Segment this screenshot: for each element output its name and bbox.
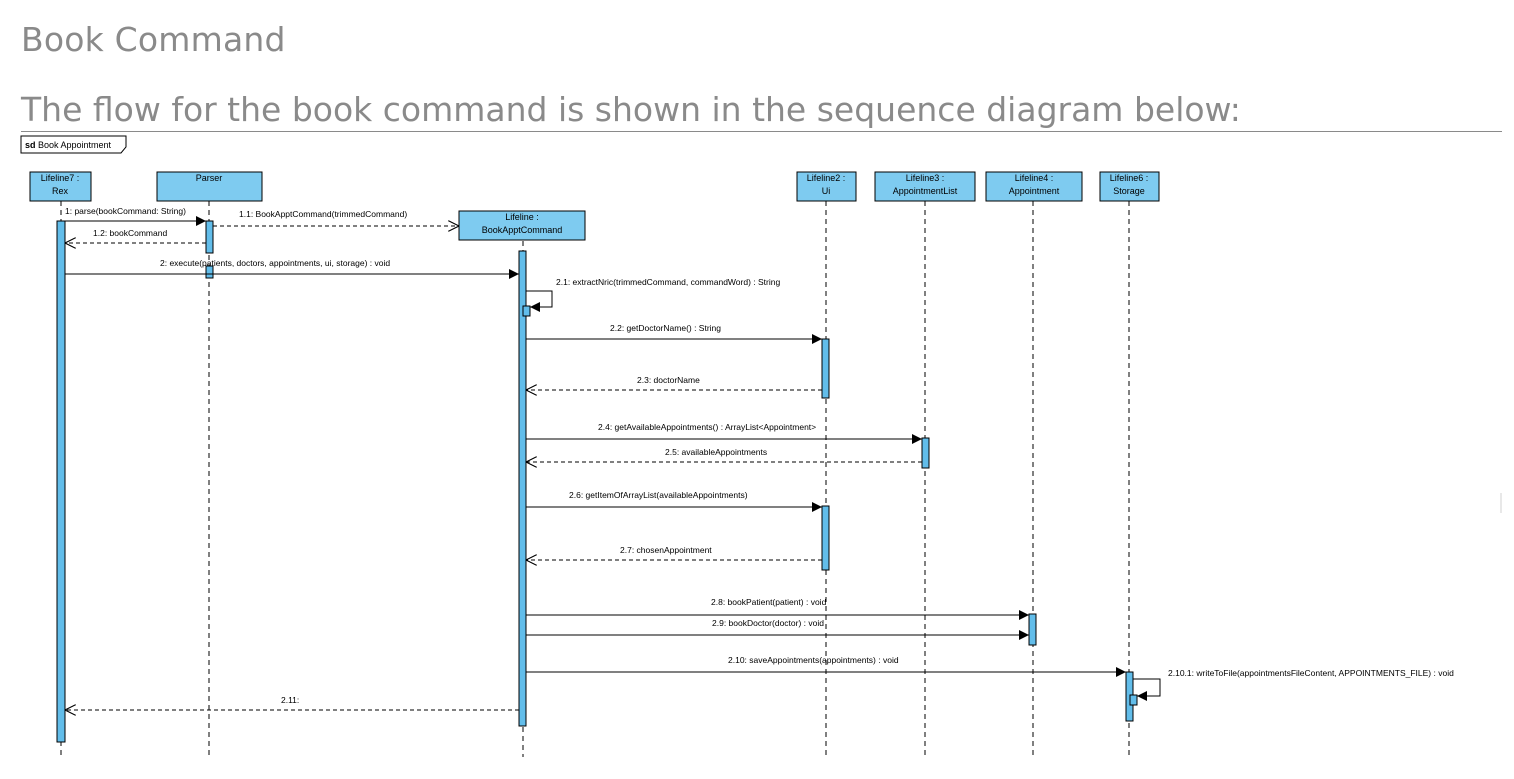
page-heading: Book Command [21,20,286,59]
activation-parser-2 [205,265,214,279]
svg-text:Rex: Rex [52,186,69,196]
heading-underline [21,131,1502,132]
activation-bars [56,220,1138,743]
svg-text:Ui: Ui [822,186,831,196]
lifeline-parser: Parser [156,171,263,202]
label-m1_1: 1.1: BookApptCommand(trimmedCommand) [239,209,407,219]
label-m2_9: 2.9: bookDoctor(doctor) : void [712,618,824,628]
message-labels: 1: parse(bookCommand: String) 1.1: BookA… [65,206,1454,705]
lifeline-appointment: Lifeline4 : Appointment [985,171,1083,202]
label-m2_3: 2.3: doctorName [637,375,700,385]
arrow-m2_1 [526,290,553,312]
svg-text:Appointment: Appointment [1009,186,1060,196]
frame-label: Book Appointment [38,140,112,150]
svg-text:Lifeline :: Lifeline : [505,212,539,222]
lifeline-heads: Lifeline7 : Rex Parser Lifeline : BookAp… [29,171,1160,241]
frame-tab: sd Book Appointment [20,135,127,154]
lifeline-ui: Lifeline2 : Ui [796,171,857,202]
lifeline-rex: Lifeline7 : Rex [29,171,92,202]
activation-appointment [1028,613,1037,646]
activation-ui-1 [821,338,830,399]
activation-appointmentlist [921,437,930,469]
svg-text:Lifeline4 :: Lifeline4 : [1015,173,1054,183]
svg-text:Lifeline6 :: Lifeline6 : [1110,173,1149,183]
label-m2_7: 2.7: chosenAppointment [620,545,712,555]
label-m1_2: 1.2: bookCommand [93,228,167,238]
svg-text:Storage: Storage [1113,186,1145,196]
svg-text:Lifeline2 :: Lifeline2 : [807,173,846,183]
label-m2_4: 2.4: getAvailableAppointments() : ArrayL… [598,422,816,432]
label-m1: 1: parse(bookCommand: String) [65,206,186,216]
label-m2: 2: execute(patients, doctors, appointmen… [160,258,390,268]
label-m2_6: 2.6: getItemOfArrayList(availableAppoint… [569,490,748,500]
label-m2_2: 2.2: getDoctorName() : String [610,323,721,333]
page-subheading: The flow for the book command is shown i… [21,90,1241,129]
lifeline-bookapptcommand: Lifeline : BookApptCommand [458,210,586,241]
label-m2_5: 2.5: availableAppointments [665,447,767,457]
activation-parser-1 [205,220,214,254]
label-m2_10_1: 2.10.1: writeToFile(appointmentsFileCont… [1168,668,1454,678]
lifeline-storage: Lifeline6 : Storage [1099,171,1160,202]
svg-text:BookApptCommand: BookApptCommand [482,225,563,235]
activation-ui-2 [821,505,830,571]
activation-bookapptcommand-self [522,305,531,317]
activation-rex [56,220,66,743]
activation-storage-self [1129,694,1138,706]
svg-text:Parser: Parser [196,173,223,183]
lifeline-appointmentlist: Lifeline3 : AppointmentList [874,171,976,202]
svg-text:Lifeline3 :: Lifeline3 : [906,173,945,183]
svg-text:AppointmentList: AppointmentList [893,186,958,196]
label-m2_10: 2.10: saveAppointments(appointments) : v… [728,655,899,665]
svg-text:Lifeline7 :: Lifeline7 : [41,173,80,183]
activation-bookapptcommand [518,250,527,727]
label-m2_8: 2.8: bookPatient(patient) : void [711,597,827,607]
label-m2_1: 2.1: extractNric(trimmedCommand, command… [556,277,780,287]
frame-keyword: sd [25,140,36,150]
message-arrows [65,216,1161,710]
label-m2_11: 2.11: [281,695,299,705]
arrow-m2_10_1 [1133,678,1161,701]
